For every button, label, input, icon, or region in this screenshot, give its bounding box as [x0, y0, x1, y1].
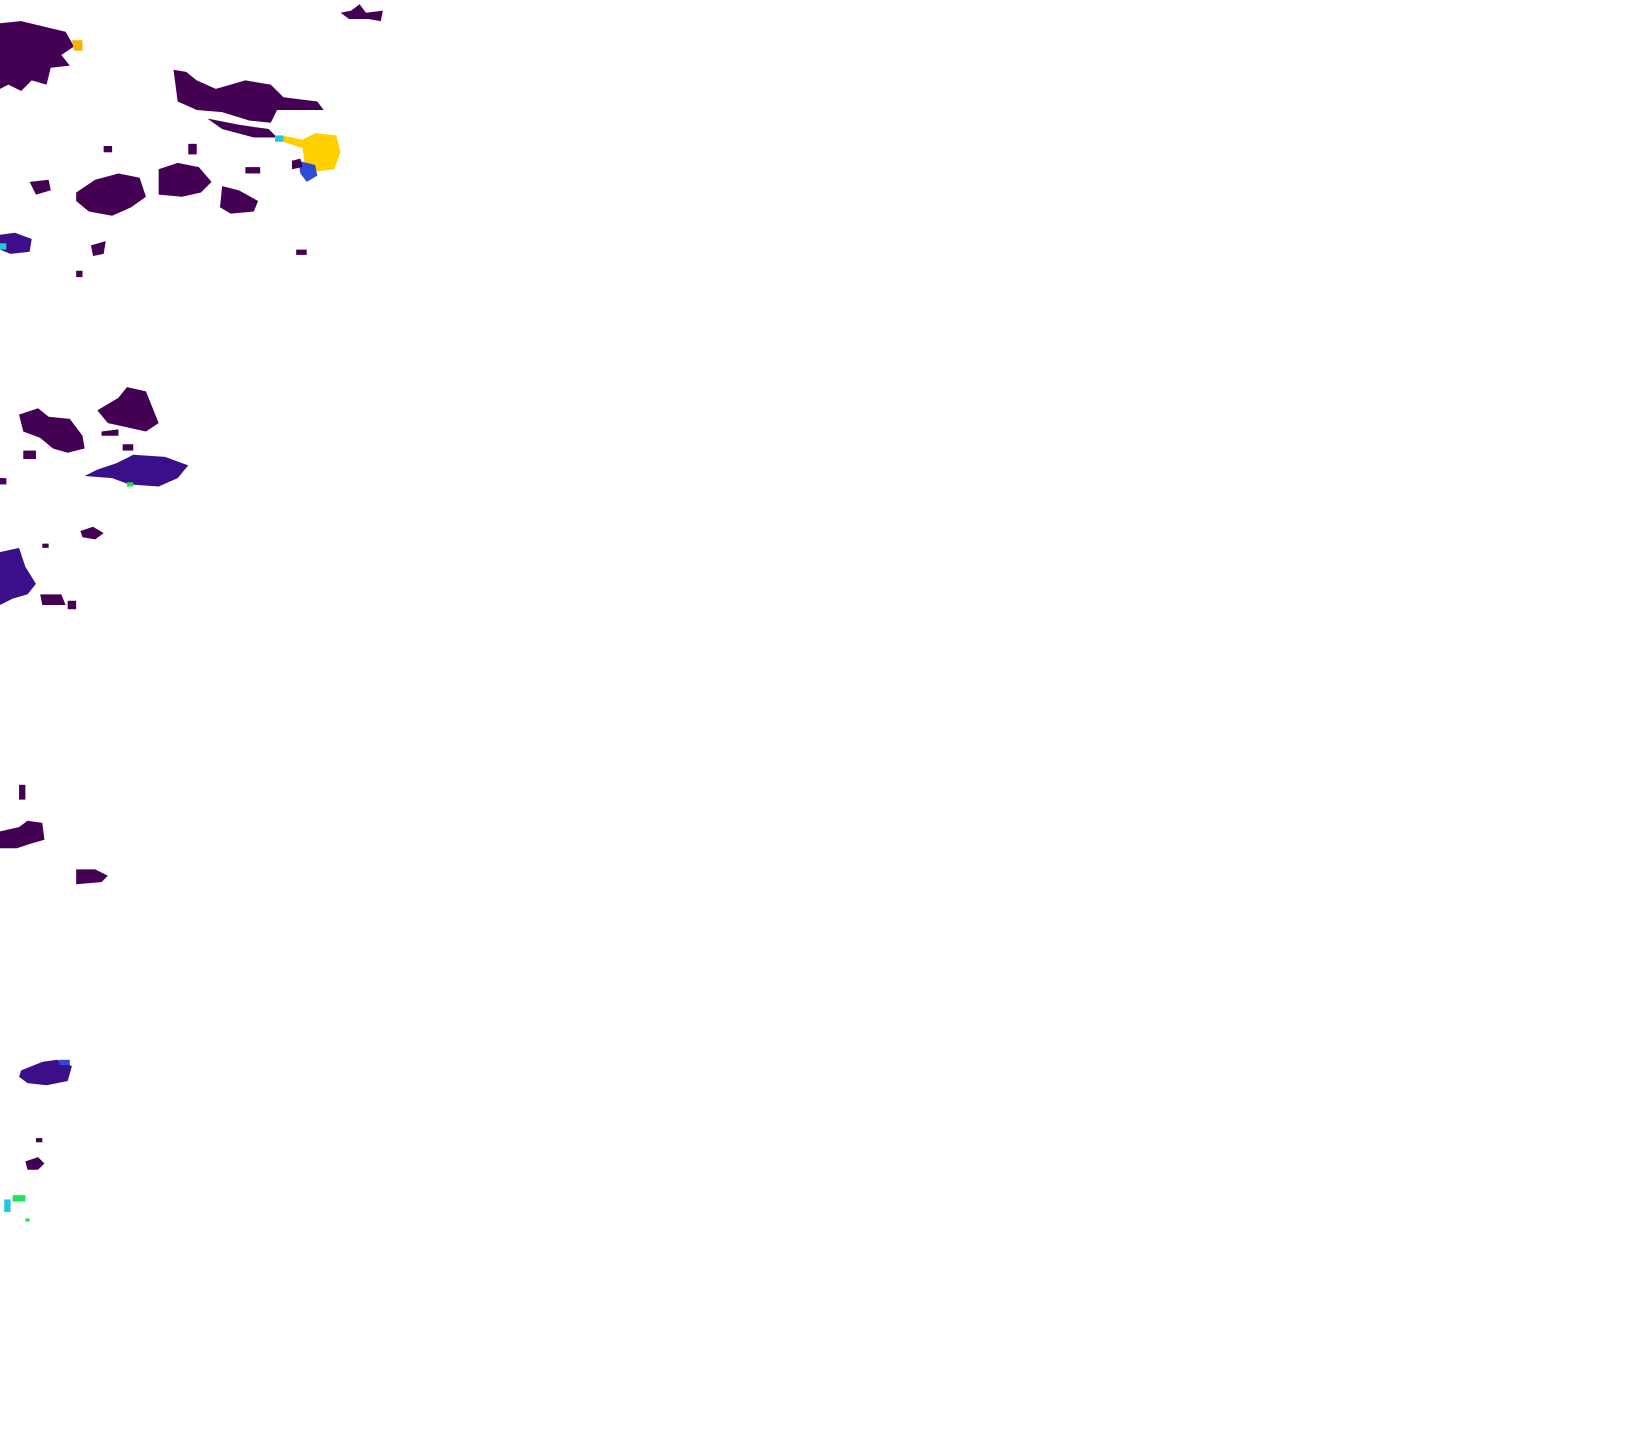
raster-patch [291, 158, 303, 170]
raster-patch [80, 526, 104, 540]
raster-patch [122, 444, 134, 451]
raster-patch [29, 179, 51, 195]
raster-patch [0, 243, 7, 250]
raster-patch [340, 4, 383, 22]
raster-patch [296, 249, 307, 255]
raster-patch [0, 478, 7, 485]
raster-patch [0, 21, 75, 91]
raster-patch [298, 160, 318, 182]
raster-patch [19, 408, 85, 453]
raster-patch [0, 820, 45, 849]
data-layer [0, 4, 383, 1222]
raster-patch [188, 143, 197, 155]
raster-patch [103, 145, 113, 153]
raster-patch [4, 1199, 11, 1213]
raster-patch [40, 594, 66, 605]
raster-patch [25, 1218, 30, 1222]
raster-patch [67, 600, 77, 610]
raster-patch [23, 450, 36, 460]
raster-patch [220, 186, 259, 214]
raster-patch [245, 167, 261, 174]
raster-patch [76, 869, 108, 885]
raster-patch [42, 543, 49, 548]
raster-patch [19, 1059, 72, 1086]
raster-patch [173, 69, 324, 123]
raster-patch [76, 173, 146, 216]
raster-patch [12, 1195, 26, 1202]
raster-patch [19, 784, 26, 800]
raster-patch [84, 454, 189, 487]
raster-patch [76, 270, 83, 278]
raster-patch [35, 1138, 43, 1143]
raster-patch [97, 387, 159, 432]
raster-patch [207, 118, 278, 138]
raster-patch [25, 1157, 45, 1170]
raster-patch [275, 135, 284, 142]
raster-patch [158, 162, 212, 197]
raster-patch [59, 1059, 70, 1066]
raster-patch [0, 232, 32, 254]
raster-patch [101, 429, 119, 436]
raster-patch [90, 241, 106, 256]
raster-patch [126, 482, 134, 487]
raster-patch [71, 40, 83, 51]
raster-patch [281, 133, 341, 172]
raster-patch [0, 547, 36, 605]
